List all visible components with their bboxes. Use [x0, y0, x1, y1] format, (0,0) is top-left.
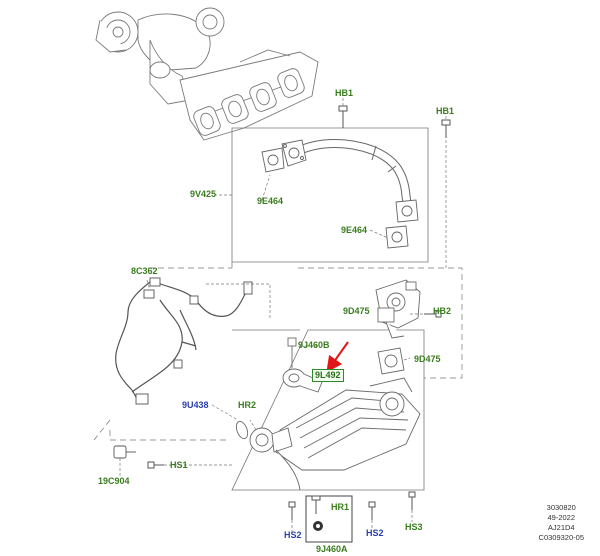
turbocharger-manifold-drawing [95, 7, 319, 141]
callout-9d475-top[interactable]: 9D475 [343, 306, 370, 316]
callout-hs3[interactable]: HS3 [405, 522, 423, 532]
callout-9u438[interactable]: 9U438 [182, 400, 209, 410]
callout-hb1-top[interactable]: HB1 [335, 88, 354, 98]
harness-leaders [146, 279, 271, 320]
callout-19c904[interactable]: 19C904 [98, 476, 130, 486]
callout-9e464-left[interactable]: 9E464 [257, 196, 284, 206]
inset-box-9j460a [305, 495, 353, 543]
egr-cooler-group [113, 279, 442, 532]
callout-8c362[interactable]: 8C362 [131, 266, 158, 276]
wiring-harness-drawing [115, 281, 247, 405]
callout-9l492[interactable]: 9L492 [312, 369, 344, 382]
callout-9e464-right[interactable]: 9E464 [341, 225, 368, 235]
harness-connectors [135, 277, 253, 405]
dashed-guide-lines [93, 262, 463, 441]
egr-pipe-group [215, 98, 451, 268]
callout-hs2-right[interactable]: HS2 [366, 528, 384, 538]
callout-hb2[interactable]: HB2 [433, 306, 452, 316]
reference-line-1: 3030820 [546, 503, 576, 512]
callout-hs1[interactable]: HS1 [170, 460, 188, 470]
callout-hb1-right[interactable]: HB1 [436, 106, 455, 116]
diagram-reference-codes: 3030820 49-2022 AJ21D4 C0309320-05 [539, 503, 584, 543]
reference-line-3: AJ21D4 [547, 523, 575, 532]
callout-hr2[interactable]: HR2 [238, 400, 257, 410]
callout-9j460b[interactable]: 9J460B [298, 340, 330, 350]
callout-hs2-left[interactable]: HS2 [284, 530, 302, 540]
red-arrow-icon [326, 341, 349, 373]
reference-line-2: 49-2022 [547, 513, 576, 522]
reference-line-4: C0309320-05 [538, 533, 584, 542]
callout-9d475-bottom[interactable]: 9D475 [414, 354, 441, 364]
callout-9j460a[interactable]: 9J460A [316, 544, 348, 554]
callout-hr1[interactable]: HR1 [331, 502, 350, 512]
callout-9v425[interactable]: 9V425 [190, 189, 217, 199]
